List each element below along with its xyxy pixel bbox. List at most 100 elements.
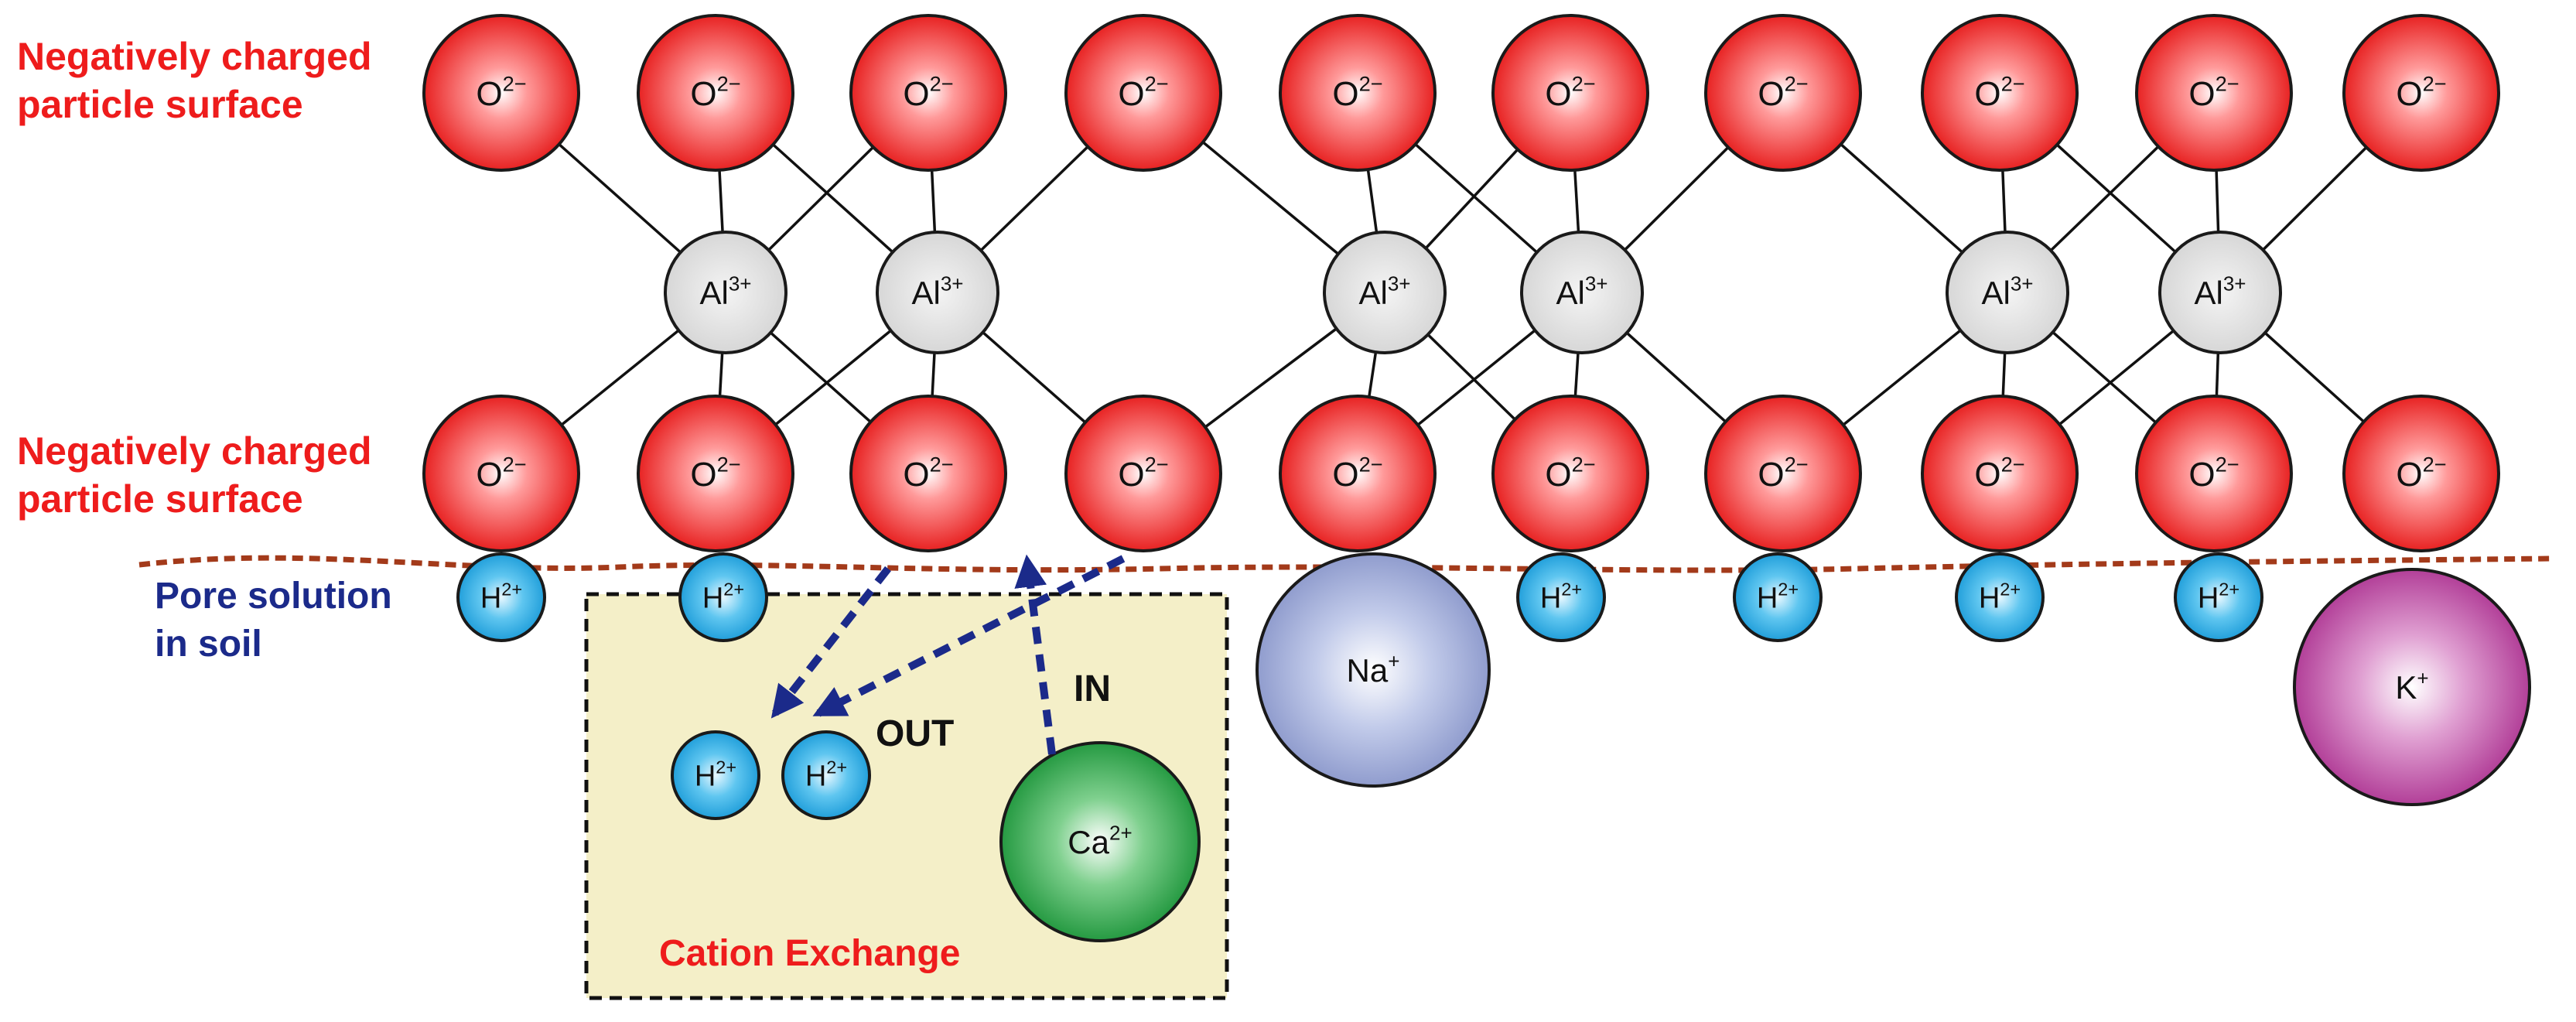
oxygen-ion-top-5-circle <box>1279 14 1437 172</box>
oxygen-ion-bottom-5: O2− <box>1279 395 1437 552</box>
oxygen-ion-bottom-4: O2− <box>1064 395 1222 552</box>
oxygen-ion-top-2: O2− <box>637 14 794 172</box>
oxygen-ion-top-4: O2− <box>1064 14 1222 172</box>
hydrogen-ion-surface-1-label: H2+ <box>480 579 522 615</box>
out-arrow-2 <box>812 555 1126 717</box>
oxygen-ion-top-9-circle <box>2135 14 2293 172</box>
hydrogen-ion-surface-5-label: H2+ <box>1979 579 2021 615</box>
oxygen-ion-bottom-10: O2− <box>2342 395 2500 552</box>
hydrogen-ion-surface-1: H2+ <box>456 552 546 642</box>
oxygen-ion-bottom-3: O2− <box>849 395 1007 552</box>
potassium-ion: K+ <box>2293 568 2531 806</box>
oxygen-ion-bottom-2: O2− <box>637 395 794 552</box>
oxygen-ion-top-8-circle <box>1921 14 2079 172</box>
surface-label-top-line2: particle surface <box>17 83 303 126</box>
oxygen-ion-bottom-9: O2− <box>2135 395 2293 552</box>
aluminum-ion-4: Al3+ <box>1520 231 1644 354</box>
hydrogen-ion-surface-4: H2+ <box>1733 552 1823 642</box>
out-arrow-1 <box>770 566 891 719</box>
oxygen-ion-bottom-7-label: O2− <box>1758 452 1808 493</box>
oxygen-ion-top-2-label: O2− <box>690 71 740 112</box>
oxygen-ion-top-5-label: O2− <box>1332 71 1382 112</box>
hydrogen-ion-surface-2: H2+ <box>678 552 768 642</box>
oxygen-ion-top-10: O2− <box>2342 14 2500 172</box>
oxygen-ion-bottom-8-label: O2− <box>1974 452 2024 493</box>
in-label: IN <box>1074 668 1111 709</box>
oxygen-ion-bottom-1: O2− <box>422 395 580 552</box>
hydrogen-ion-surface-6-label: H2+ <box>2198 579 2239 615</box>
calcium-ion: Ca2+ <box>999 741 1201 942</box>
in-arrow <box>1014 554 1056 755</box>
oxygen-ion-bottom-5-label: O2− <box>1332 452 1382 493</box>
aluminum-ion-4-label: Al3+ <box>1556 272 1607 311</box>
oxygen-ion-bottom-6: O2− <box>1491 395 1649 552</box>
aluminum-ion-6-circle <box>2158 231 2282 354</box>
oxygen-ion-bottom-2-circle <box>637 395 794 552</box>
aluminum-ion-2: Al3+ <box>876 231 999 354</box>
oxygen-ion-top-1: O2− <box>422 14 580 172</box>
oxygen-ion-bottom-6-label: O2− <box>1545 452 1595 493</box>
oxygen-ion-top-5: O2− <box>1279 14 1437 172</box>
hydrogen-ion-surface-5: H2+ <box>1955 552 2045 642</box>
calcium-ion-label: Ca2+ <box>1068 821 1132 860</box>
hydrogen-ion-surface-4-label: H2+ <box>1757 579 1799 615</box>
aluminum-ion-6: Al3+ <box>2158 231 2282 354</box>
oxygen-ion-top-6: O2− <box>1491 14 1649 172</box>
hydrogen-ion-released-2-label: H2+ <box>805 757 847 793</box>
aluminum-ion-2-label: Al3+ <box>911 272 963 311</box>
oxygen-ion-bottom-4-label: O2− <box>1118 452 1168 493</box>
oxygen-ion-top-1-circle <box>422 14 580 172</box>
bond-lines <box>500 91 2423 475</box>
hydrogen-ion-surface-5-circle <box>1955 552 2045 642</box>
oxygen-ion-bottom-9-circle <box>2135 395 2293 552</box>
aluminum-ion-6-label: Al3+ <box>2194 272 2246 311</box>
hydrogen-ion-released-2-circle <box>781 730 871 820</box>
hydrogen-ion-surface-3-circle <box>1516 552 1606 642</box>
oxygen-ion-top-8-label: O2− <box>1974 71 2024 112</box>
cation-exchange-label: Cation Exchange <box>659 933 960 974</box>
oxygen-ion-bottom-10-circle <box>2342 395 2500 552</box>
oxygen-ion-bottom-5-circle <box>1279 395 1437 552</box>
pore-solution-label-line2: in soil <box>155 624 262 665</box>
hydrogen-ion-surface-1-circle <box>456 552 546 642</box>
hydrogen-ion-surface-6-circle <box>2174 552 2263 642</box>
hydrogen-ion-released-1: H2+ <box>671 730 760 820</box>
out-label: OUT <box>876 713 954 754</box>
oxygen-ion-top-6-label: O2− <box>1545 71 1595 112</box>
oxygen-ion-top-7: O2− <box>1704 14 1862 172</box>
pore-solution-label-line1: Pore solution <box>155 576 392 617</box>
hydrogen-ion-surface-2-label: H2+ <box>702 579 744 615</box>
aluminum-ion-2-circle <box>876 231 999 354</box>
oxygen-ion-bottom-1-circle <box>422 395 580 552</box>
aluminum-ion-3-label: Al3+ <box>1358 272 1410 311</box>
sodium-ion-label: Na+ <box>1347 649 1400 689</box>
oxygen-ion-bottom-3-circle <box>849 395 1007 552</box>
oxygen-ion-top-9: O2− <box>2135 14 2293 172</box>
oxygen-ion-top-8: O2− <box>1921 14 2079 172</box>
oxygen-ion-top-4-circle <box>1064 14 1222 172</box>
sodium-ion-circle <box>1256 552 1491 788</box>
aluminum-ion-1-label: Al3+ <box>699 272 751 311</box>
hydrogen-ion-surface-6: H2+ <box>2174 552 2263 642</box>
hydrogen-ion-surface-3: H2+ <box>1516 552 1606 642</box>
oxygen-ion-bottom-6-circle <box>1491 395 1649 552</box>
hydrogen-ion-released-1-circle <box>671 730 760 820</box>
hydrogen-ion-released-2: H2+ <box>781 730 871 820</box>
oxygen-ion-bottom-8-circle <box>1921 395 2079 552</box>
hydrogen-ion-surface-4-circle <box>1733 552 1823 642</box>
oxygen-ion-bottom-4-circle <box>1064 395 1222 552</box>
oxygen-ion-top-7-label: O2− <box>1758 71 1808 112</box>
aluminum-ion-4-circle <box>1520 231 1644 354</box>
oxygen-ion-top-1-label: O2− <box>476 71 526 112</box>
oxygen-ion-top-3: O2− <box>849 14 1007 172</box>
aluminum-ion-5-circle <box>1946 231 2069 354</box>
surface-label-top-line1: Negatively charged <box>17 35 372 78</box>
oxygen-ion-bottom-8: O2− <box>1921 395 2079 552</box>
oxygen-ion-bottom-10-label: O2− <box>2396 452 2446 493</box>
oxygen-ion-top-2-circle <box>637 14 794 172</box>
aluminum-ion-5-label: Al3+ <box>1981 272 2033 311</box>
aluminum-ion-1-circle <box>664 231 787 354</box>
oxygen-ion-bottom-9-label: O2− <box>2188 452 2239 493</box>
oxygen-ion-top-3-label: O2− <box>903 71 953 112</box>
